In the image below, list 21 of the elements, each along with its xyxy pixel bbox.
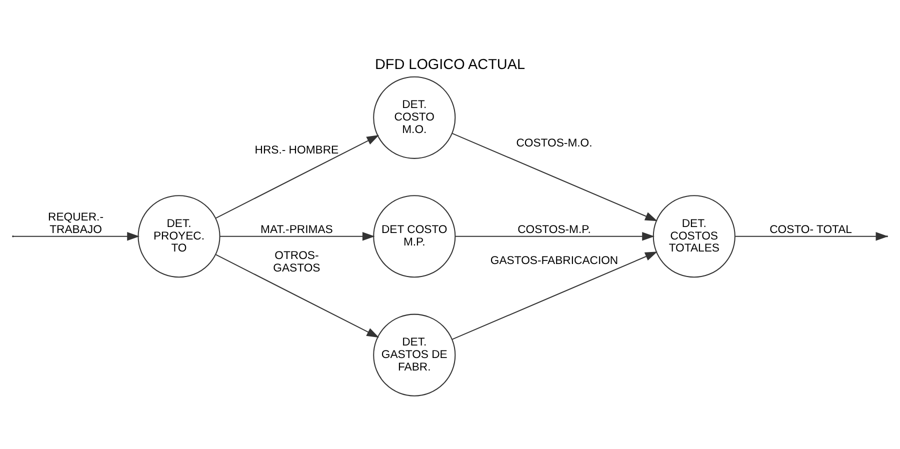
node-circle: DET. GASTOS DE FABR. (373, 314, 456, 396)
node-circle: DET. PROYEC. TO (138, 195, 220, 278)
arrow (452, 132, 658, 222)
edge-label: COSTOS-M.P. (518, 224, 591, 236)
edge-label: REQUER.- TRABAJO (48, 212, 104, 236)
node-circle: DET. COSTO M.O. (373, 76, 456, 159)
edge-label: OTROS- GASTOS (273, 250, 320, 274)
arrow (455, 232, 654, 241)
node-circle: DET COSTO M.P. (373, 195, 456, 278)
arrow (216, 254, 380, 338)
edge-label: COSTOS-M.O. (516, 137, 592, 150)
node-circle: DET. COSTOS TOTALES (652, 195, 736, 278)
arrow (216, 135, 380, 219)
arrow (452, 252, 658, 340)
edge-label: COSTO- TOTAL (770, 224, 852, 236)
diagram-title: DFD LOGICO ACTUAL (374, 56, 526, 73)
arrow (220, 232, 375, 241)
edge-label: GASTOS-FABRICACION (490, 255, 618, 268)
edge-label: MAT.-PRIMAS (260, 224, 333, 236)
edge-label: HRS.- HOMBRE (254, 144, 339, 157)
arrow (13, 232, 140, 241)
